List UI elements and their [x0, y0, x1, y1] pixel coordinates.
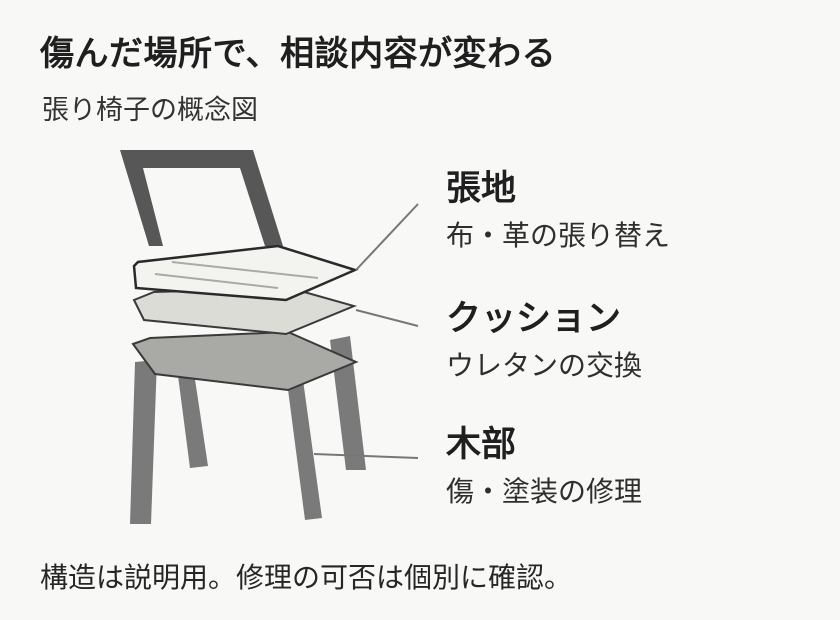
diagram-subtitle: 張り椅子の概念図: [42, 95, 258, 126]
fabric-layer: [132, 244, 359, 302]
label-wood-description: 傷・塗装の修理: [446, 475, 643, 508]
diagram-title: 傷んだ場所で、相談内容が変わる: [40, 34, 557, 74]
chair-backrest-frame: [120, 150, 283, 246]
chair-front-leg-right: [287, 380, 322, 520]
label-wood-heading: 木部: [446, 425, 517, 465]
label-fabric: 張地 布・革の張り替え: [446, 168, 670, 256]
leader-line-wood: [313, 453, 419, 459]
fabric-texture-line: [154, 273, 279, 289]
chair-front-leg-left: [130, 360, 157, 524]
label-cushion-heading: クッション: [446, 299, 622, 339]
leader-line-fabric: [355, 203, 419, 271]
leader-line-cushion: [355, 309, 419, 327]
label-fabric-description: 布・革の張り替え: [446, 219, 671, 252]
chair-rear-leg-left: [177, 366, 208, 468]
label-fabric-heading: 張地: [446, 169, 517, 209]
label-cushion: クッション ウレタンの交換: [446, 298, 642, 386]
wood-seat-panel: [131, 330, 359, 392]
fabric-texture-line: [171, 261, 319, 279]
footnote: 構造は説明用。修理の可否は個別に確認。: [40, 561, 573, 594]
label-cushion-description: ウレタンの交換: [446, 349, 643, 382]
cushion-layer: [132, 286, 358, 336]
label-wood: 木部 傷・塗装の修理: [446, 424, 642, 512]
